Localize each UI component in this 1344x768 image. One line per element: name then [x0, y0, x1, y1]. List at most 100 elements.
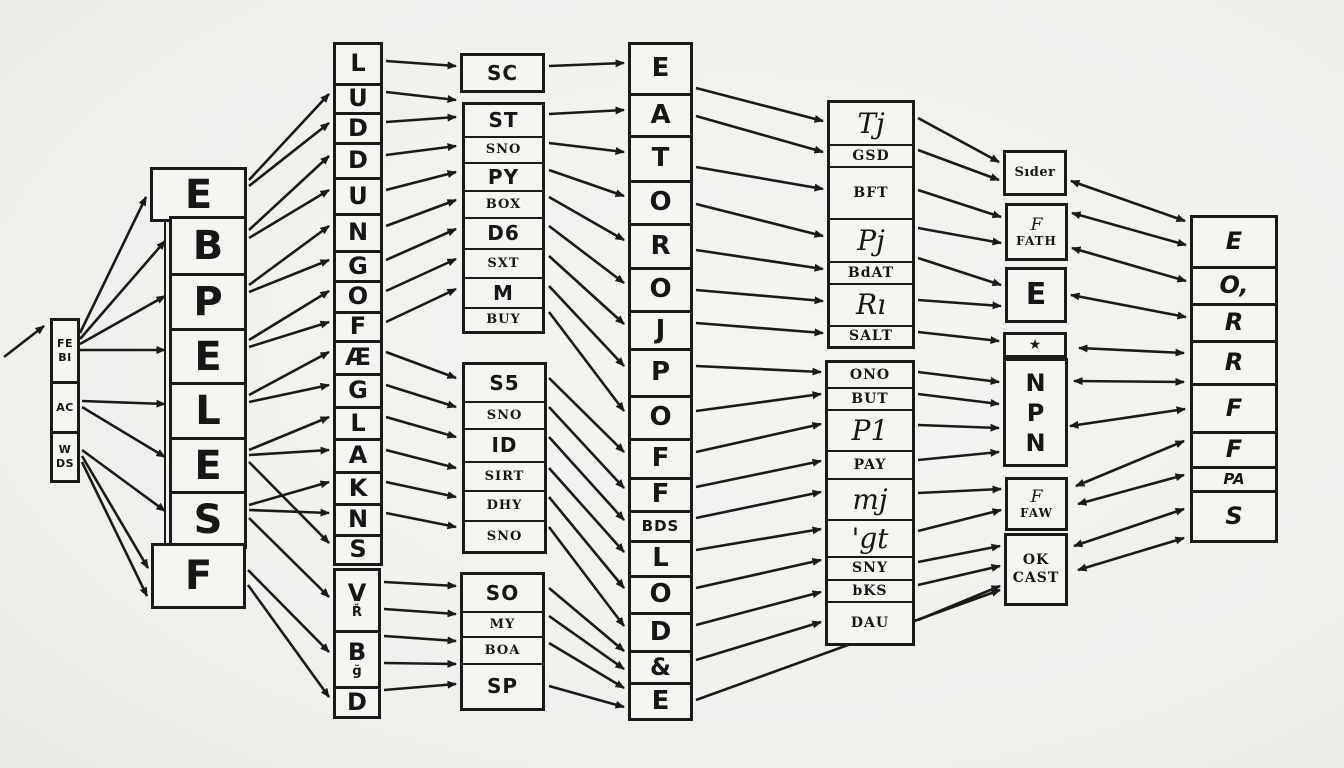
arrow	[248, 382, 330, 404]
col1-stack-cell-4: E	[172, 437, 244, 491]
arrow	[248, 350, 330, 397]
box-label: DHY	[486, 498, 523, 514]
box-label: bKS	[852, 582, 888, 599]
box-label: SNO	[486, 407, 523, 423]
arrow	[385, 480, 457, 500]
col5-group2-cell-1: BUT	[828, 387, 912, 409]
col1-stack-cell-0: B	[172, 219, 244, 273]
box-label: O	[649, 402, 672, 433]
col7-stack-cell-6: PA	[1193, 466, 1275, 490]
col5-group2-cell-0: ONO	[828, 363, 912, 387]
arrow	[547, 526, 626, 627]
box-label: L	[350, 49, 366, 78]
arrow	[385, 170, 457, 192]
double-arrow	[1069, 406, 1186, 429]
box-label: E	[651, 53, 670, 84]
arrow	[548, 168, 625, 198]
box-label: CAST	[1012, 569, 1060, 586]
col1-top-box: E	[150, 167, 247, 222]
col5-group1-cell-5: Rı	[830, 283, 912, 325]
box-label: P	[1026, 398, 1045, 427]
col4-stack-cell-3: O	[631, 180, 690, 223]
box-label: Æ	[344, 343, 372, 372]
col6-box-star-cell-0: ★	[1006, 335, 1064, 355]
box-label: S	[1225, 501, 1243, 530]
col2-stack-cell-8: F	[336, 311, 380, 340]
arrow	[917, 188, 1002, 219]
box-label: E	[651, 685, 670, 716]
arrow	[695, 364, 822, 376]
col2-stack-cell-10: G	[336, 373, 380, 406]
box-label: FAW	[1019, 505, 1053, 520]
box-label: BFT	[853, 184, 889, 201]
col7-stack-cell-3: R	[1193, 340, 1275, 383]
col4-stack-cell-5: O	[631, 267, 690, 310]
arrow	[548, 684, 625, 709]
box-label: S5	[489, 370, 520, 395]
col3-group3-cell-1: MY	[463, 611, 542, 636]
arrow	[248, 121, 330, 188]
arrow	[917, 584, 1001, 622]
col6-box-e: E	[1005, 267, 1067, 323]
box-label: Pj	[857, 223, 885, 257]
arrow	[80, 461, 149, 597]
box-label: E	[1025, 277, 1047, 313]
col3-group1-cell-1: SNO	[465, 136, 542, 162]
double-arrow	[1071, 246, 1187, 283]
col2-stack-cell-15: S	[336, 534, 380, 563]
col6-box-e-cell-0: E	[1008, 270, 1064, 320]
arrow	[248, 188, 330, 240]
box-label: GSD	[852, 147, 890, 164]
col5-group2-cell-5: 'gt	[828, 519, 912, 556]
box-label: F	[184, 553, 213, 599]
box-label: Rı	[855, 288, 887, 322]
col3-group3-cell-3: SP	[463, 663, 542, 708]
col1-bottom-box: F	[151, 543, 246, 609]
box-label: S	[193, 497, 223, 543]
col3-group1-cell-2: PY	[465, 162, 542, 190]
col5-group2-cell-6: SNY	[828, 556, 912, 579]
box-label: G	[348, 251, 368, 280]
col4-stack-cell-4: R	[631, 223, 690, 267]
box-label: BOA	[484, 642, 521, 658]
box-label: R	[650, 230, 671, 261]
arrow	[548, 141, 625, 155]
box-label: BI	[58, 351, 72, 364]
arrow	[695, 391, 822, 413]
col2-bottom-cell-2: D	[336, 686, 378, 716]
arrow	[248, 415, 330, 452]
box-label: U	[348, 181, 368, 210]
box-label: ★	[1028, 336, 1042, 353]
arrow	[695, 458, 822, 489]
double-arrow	[1070, 179, 1186, 223]
box-label: Tj	[857, 106, 885, 140]
arrow	[248, 289, 330, 342]
arrow	[548, 377, 625, 453]
col7-stack-cell-5: F	[1193, 431, 1275, 466]
col4-stack-cell-9: F	[631, 438, 690, 477]
col2-stack-cell-7: O	[336, 280, 380, 311]
box-label: P	[650, 357, 671, 388]
col4-stack-cell-1: A	[631, 93, 690, 135]
box-label: FATH	[1016, 233, 1057, 248]
arrow	[79, 294, 166, 346]
col3-group1-cell-5: SXT	[465, 248, 542, 277]
col5-group2-cell-8: DAU	[828, 601, 912, 643]
box-label: BOX	[485, 196, 522, 212]
arrow	[383, 607, 457, 618]
box-label: DAU	[850, 614, 890, 631]
box-label: BdAT	[847, 264, 895, 281]
col3-group1-cell-7: BUY	[465, 307, 542, 331]
col5-group1-cell-2: BFT	[830, 166, 912, 218]
arrow	[695, 248, 824, 272]
arrow	[385, 227, 457, 262]
arrow	[917, 116, 1000, 164]
